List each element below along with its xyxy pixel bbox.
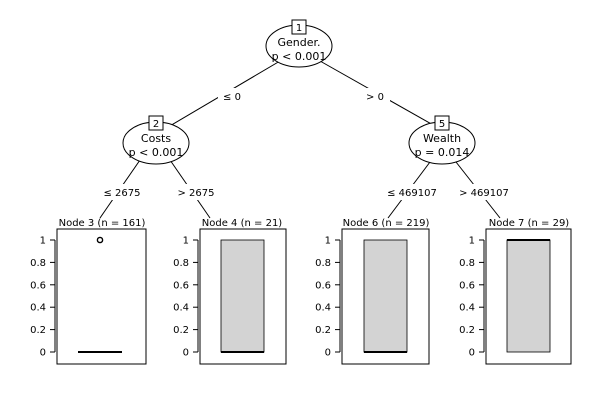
terminal-node-3: Node 3 (n = 161) (56, 218, 147, 365)
edge-label-5-7: > 469107 (459, 188, 509, 199)
panel-frame (56, 228, 147, 365)
edge-label-5-6: ≤ 469107 (387, 188, 437, 199)
box (506, 239, 551, 353)
node-id-box (291, 19, 307, 35)
box (220, 239, 265, 353)
y-tick-label: 0.6 (315, 280, 331, 291)
y-tick-label: 0.8 (30, 258, 46, 269)
y-tick-label: 0.2 (459, 325, 475, 336)
y-tick-label: 0 (325, 348, 331, 359)
box (363, 239, 408, 353)
y-tick-label: 0.8 (459, 258, 475, 269)
y-tick-label: 0.6 (459, 280, 475, 291)
node-variable: Costs (141, 132, 171, 145)
inner-node-5: 5 Wealth p = 0.014 (408, 115, 476, 165)
y-tick-label: 0 (40, 348, 46, 359)
y-tick-label: 0.4 (459, 303, 475, 314)
node-variable: Gender. (277, 36, 320, 49)
y-tick-label: 1 (40, 236, 46, 247)
y-tick-label: 0.2 (173, 325, 189, 336)
edge-label-1-2: ≤ 0 (223, 92, 241, 103)
y-tick-label: 0.6 (30, 280, 46, 291)
edge-label-1-5: > 0 (366, 92, 384, 103)
y-tick-label: 0.2 (315, 325, 331, 336)
edge-label-2-4: > 2675 (177, 188, 214, 199)
terminal-node-title: Node 3 (n = 161) (59, 218, 146, 229)
edge-label-2-3: ≤ 2675 (103, 188, 140, 199)
node-id: 1 (296, 23, 302, 34)
inner-node-2: 2 Costs p < 0.001 (122, 115, 190, 165)
y-tick-label: 0.4 (173, 303, 189, 314)
y-tick-label: 0.2 (30, 325, 46, 336)
y-tick-label: 0.6 (173, 280, 189, 291)
node-id-box (148, 115, 164, 131)
node-id: 5 (439, 119, 445, 130)
terminal-node-title: Node 6 (n = 219) (343, 218, 430, 229)
node-variable: Wealth (423, 132, 461, 145)
terminal-node-title: Node 7 (n = 29) (489, 218, 570, 229)
y-tick-label: 0 (469, 348, 475, 359)
inner-node-1: 1 Gender. p < 0.001 (265, 19, 333, 68)
y-tick-label: 0.8 (173, 258, 189, 269)
node-id-box (434, 115, 450, 131)
boxplot-layer: 0 0.2 0.4 0.6 0.8 1 0 0.2 0.4 0.6 0.8 1 0 0.2 0.4 0.6 0.… (30, 236, 551, 359)
boxplot-panel-node-4: 0 0.2 0.4 0.6 0.8 1 (173, 236, 265, 359)
boxplot-panel-node-7: 0 0.2 0.4 0.6 0.8 1 (459, 236, 551, 359)
node-p-value: p < 0.001 (272, 50, 327, 63)
y-tick-label: 1 (183, 236, 189, 247)
y-tick-label: 0.8 (315, 258, 331, 269)
y-tick-label: 0 (183, 348, 189, 359)
terminal-node-title: Node 4 (n = 21) (202, 218, 283, 229)
outlier-point (96, 236, 104, 244)
boxplot-panel-node-6: 0 0.2 0.4 0.6 0.8 1 (315, 236, 408, 359)
node-p-value: p < 0.001 (129, 146, 184, 159)
node-p-value: p = 0.014 (415, 146, 470, 159)
boxplot-panel-node-3: 0 0.2 0.4 0.6 0.8 1 (30, 236, 122, 359)
y-tick-label: 1 (469, 236, 475, 247)
y-tick-label: 0.4 (30, 303, 46, 314)
node-id: 2 (153, 119, 159, 130)
y-tick-label: 1 (325, 236, 331, 247)
y-tick-label: 0.4 (315, 303, 331, 314)
